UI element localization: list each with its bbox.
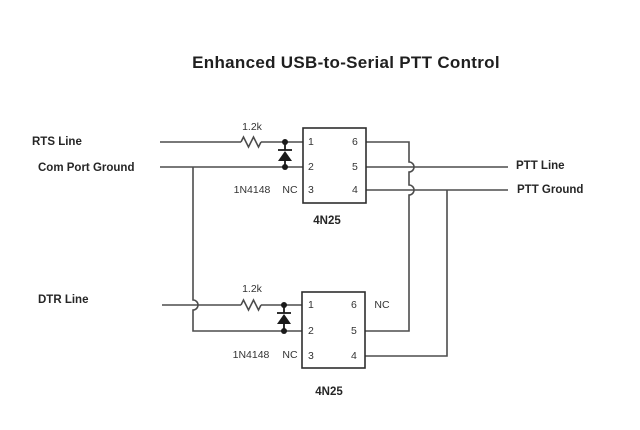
diode-d2-triangle	[277, 314, 291, 324]
ic2-body	[301, 291, 366, 369]
ic2-pin2-number: 2	[308, 325, 314, 337]
resistor-r2-value: 1.2k	[242, 283, 262, 295]
ptt-ground-label: PTT Ground	[517, 184, 584, 196]
junction-dot	[281, 328, 287, 334]
ic1-pin4-number: 4	[352, 184, 358, 196]
junction-dot	[282, 164, 288, 170]
ic1-pin6-number: 6	[352, 136, 358, 148]
ic1-pin5-number: 5	[352, 161, 358, 173]
wire-com-ground-tee-to-ic2	[192, 167, 302, 332]
page-title: Enhanced USB-to-Serial PTT Control	[192, 53, 500, 72]
diode-d1-part-label: 1N4148	[233, 184, 271, 196]
ic1-name-label: 4N25	[313, 215, 341, 227]
resistor-r1	[240, 135, 262, 149]
ic2-pin3-nc-label: NC	[282, 349, 298, 361]
ic2-pin6-number: 6	[351, 299, 357, 311]
ic2-name-label: 4N25	[315, 386, 343, 398]
ic1-pin3-nc-label: NC	[282, 184, 298, 196]
dtr-line-label: DTR Line	[38, 294, 89, 306]
wire-ic1pin6-to-ic2pin5	[365, 141, 415, 332]
ic1-pin1-number: 1	[308, 136, 314, 148]
ic2-pin6-nc-label: NC	[374, 299, 390, 311]
ic2-pin5-number: 5	[351, 325, 357, 337]
junction-dot	[281, 302, 287, 308]
diode-d1	[278, 139, 292, 170]
junction-dot	[282, 139, 288, 145]
ic1-body	[302, 127, 367, 204]
diode-d1-triangle	[278, 151, 292, 161]
ic2-pin4-number: 4	[351, 350, 357, 362]
diode-d2	[277, 302, 291, 334]
com-port-ground-label: Com Port Ground	[38, 162, 135, 174]
ic1-pin3-number: 3	[308, 184, 314, 196]
rts-line-label: RTS Line	[32, 136, 82, 148]
resistor-r2	[240, 298, 262, 312]
ic1-pin2-number: 2	[308, 161, 314, 173]
wire-ptt-ground-tee-to-ic2pin4	[365, 190, 448, 357]
ic2-pin1-number: 1	[308, 299, 314, 311]
ptt-line-label: PTT Line	[516, 160, 565, 172]
ic2-pin3-number: 3	[308, 350, 314, 362]
diode-d2-part-label: 1N4148	[232, 349, 270, 361]
resistor-r1-value: 1.2k	[242, 121, 262, 133]
